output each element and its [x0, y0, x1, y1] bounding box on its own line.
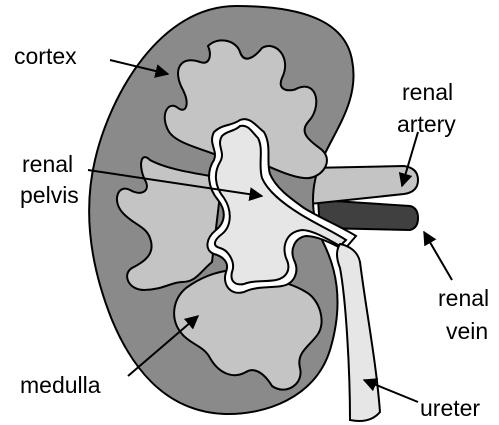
label-renal-artery-line1: renal	[402, 79, 453, 105]
label-renal-artery-line2: artery	[397, 111, 456, 137]
label-renal-vein-line2: vein	[446, 318, 488, 344]
label-renal-vein-line1: renal	[438, 285, 489, 311]
renal-vein-arrow	[424, 232, 452, 280]
ureter	[337, 244, 380, 421]
label-ureter: ureter	[420, 395, 480, 421]
label-cortex: cortex	[14, 43, 77, 69]
label-renal-pelvis-line1: renal	[22, 151, 73, 177]
label-renal-pelvis-line2: pelvis	[20, 182, 79, 208]
label-medulla: medulla	[20, 372, 101, 398]
